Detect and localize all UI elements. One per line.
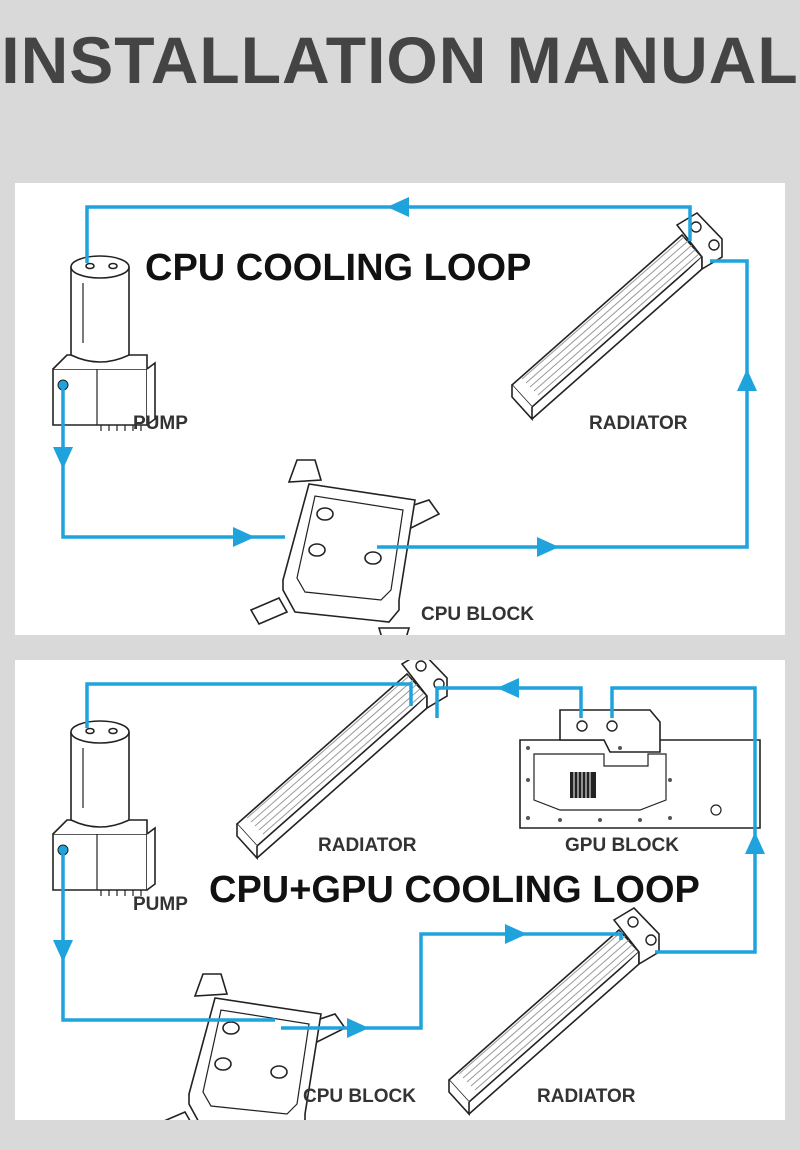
- cpu-loop-diagram: CPU COOLING LOOP PUMP RADIATOR CPU BLOCK: [52, 197, 757, 635]
- pump-illustration: [52, 720, 156, 897]
- cpu-gpu-loop-title: CPU+GPU COOLING LOOP: [209, 869, 700, 911]
- gpu-block-illustration: [519, 709, 761, 829]
- cpu-block-label: CPU BLOCK: [303, 1086, 416, 1107]
- pump-label: PUMP: [133, 894, 188, 915]
- flow-arrow-icon: [53, 197, 757, 557]
- pump-illustration: [52, 255, 156, 432]
- radiator-label: RADIATOR: [589, 413, 688, 434]
- flow-arrow-icon: [53, 678, 765, 1038]
- radiator-top-illustration: [236, 660, 448, 859]
- cpu-gpu-loop-diagram: CPU+GPU COOLING LOOP PUMP RADIATOR GPU B…: [52, 660, 765, 1120]
- radiator-illustration: [511, 212, 723, 420]
- radiator-bottom-illustration: [448, 907, 660, 1115]
- gpu-block-label: GPU BLOCK: [565, 835, 679, 856]
- cpu-block-label: CPU BLOCK: [421, 604, 534, 625]
- cpu-gpu-loop-panel: CPU+GPU COOLING LOOP PUMP RADIATOR GPU B…: [15, 660, 785, 1120]
- cpu-loop-title: CPU COOLING LOOP: [145, 247, 531, 289]
- cpu-loop-panel: CPU COOLING LOOP PUMP RADIATOR CPU BLOCK: [15, 183, 785, 635]
- radiator-top-label: RADIATOR: [318, 835, 417, 856]
- pump-label: PUMP: [133, 413, 188, 434]
- radiator-bottom-label: RADIATOR: [537, 1086, 636, 1107]
- page-title: INSTALLATION MANUAL: [1, 23, 799, 97]
